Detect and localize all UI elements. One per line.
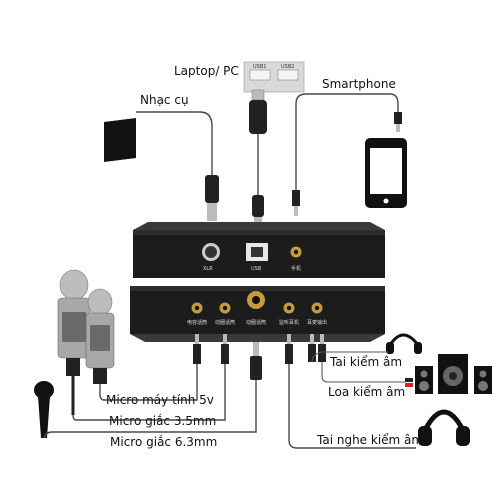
port-label-phone: 手机 (291, 265, 301, 272)
port-label-output: 耳麦输出 (307, 319, 327, 326)
instrument-label: Nhạc cụ (140, 93, 189, 107)
smartphone-plug-top (394, 112, 402, 132)
cable-speaker-monitor (321, 362, 405, 383)
earphone-monitor-label: Tai nghe kiểm âm (316, 433, 423, 447)
bottom-port-2: 动圈话筒 (215, 302, 235, 326)
smartphone-label: Smartphone (322, 77, 396, 91)
earphone-monitor-icon (418, 409, 470, 446)
cable-earphone-monitor (288, 364, 416, 449)
usb-cable (249, 89, 267, 227)
cable-mic-63 (43, 380, 257, 439)
smartphone-plug-bottom (292, 190, 300, 216)
cable-mic-35 (72, 364, 226, 421)
smartphone-cable (295, 93, 399, 190)
cable-headphone-monitor (311, 351, 388, 363)
speaker-left-icon (415, 366, 433, 394)
laptop-usb-hub: USB1 USB2 (243, 61, 305, 93)
instrument-icon (104, 118, 136, 162)
jack-mic-pc (193, 334, 201, 364)
port-label-condenser: 电容话筒 (187, 319, 207, 326)
monitor-headphones-icon (386, 333, 422, 354)
usb2-label: USB2 (281, 64, 294, 70)
bottom-port-5: 耳麦输出 (307, 302, 327, 326)
speaker-monitor-label: Loa kiểm âm (328, 385, 405, 399)
jack-mic-35 (221, 334, 229, 364)
port-label-xlr: XLR (203, 266, 213, 272)
subwoofer-icon (438, 354, 468, 394)
jack-output-a (308, 334, 316, 362)
jack-earphone (285, 334, 293, 364)
mic-pc-label: Micro máy tính 5v (106, 393, 214, 407)
xlr-port: XLR (202, 243, 220, 272)
headphone-monitor-label: Tai kiểm âm (329, 355, 402, 369)
condenser-mic-large (57, 269, 91, 415)
bottom-port-1: 电容话筒 (187, 302, 207, 326)
port-label-usb: USB (251, 266, 262, 272)
bottom-port-3-large: 动圈话筒 (246, 291, 266, 326)
speaker-rca-plugs (405, 378, 413, 387)
port-label-monitor: 监听耳机 (279, 319, 299, 326)
jack-mic-63 (250, 342, 262, 380)
laptop-label: Laptop/ PC (174, 64, 239, 78)
cable-mic-pc (99, 364, 198, 401)
instrument-plug (205, 175, 219, 221)
condenser-mic-small (85, 288, 115, 384)
instrument-cable (136, 111, 213, 175)
port-label-dynamic-1: 动圈话筒 (215, 319, 235, 326)
mic-35-label: Micro giắc 3.5mm (109, 414, 216, 428)
usb-b-port: USB (246, 243, 268, 272)
usb1-label: USB1 (253, 64, 266, 70)
smartphone-icon (365, 138, 407, 208)
handheld-mic (34, 381, 54, 438)
speaker-right-icon (474, 366, 492, 394)
mic-63-label: Micro giắc 6.3mm (110, 435, 217, 449)
bottom-port-4: 监听耳机 (279, 302, 299, 326)
phone-port: 手机 (290, 246, 302, 272)
port-label-dynamic-2: 动圈话筒 (246, 319, 266, 326)
jack-output-b (318, 334, 326, 362)
